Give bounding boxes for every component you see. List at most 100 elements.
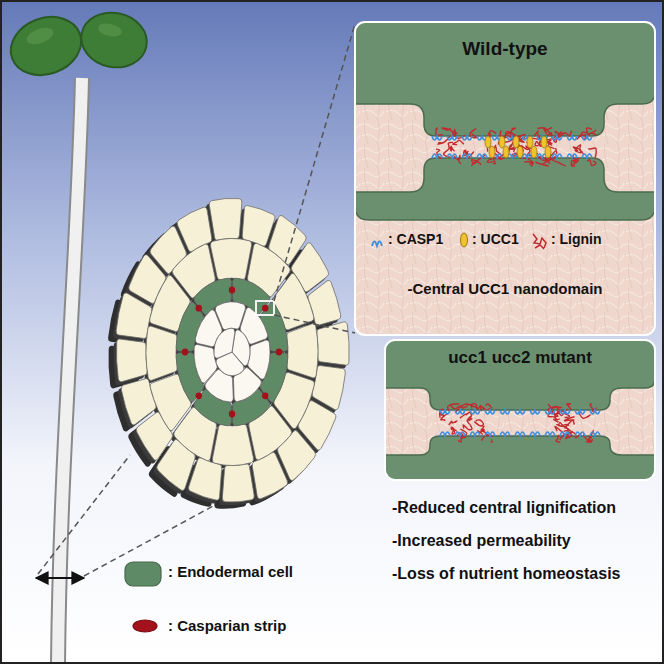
casp1-protein — [440, 432, 450, 436]
root-cross-section — [108, 198, 349, 508]
ucc1-protein — [513, 136, 519, 148]
legend-swatch-box — [132, 618, 158, 634]
casp1-protein — [515, 432, 525, 436]
panel-title: ucc1 ucc2 mutant — [385, 348, 655, 368]
root-cell — [189, 458, 222, 500]
zoom-square — [256, 301, 274, 315]
lignin-fiber — [472, 160, 482, 165]
panel-border — [355, 22, 655, 335]
panel-border — [385, 340, 655, 480]
zoom-line — [38, 455, 130, 574]
casparian-strips — [182, 287, 282, 418]
cells — [116, 198, 349, 502]
casp1-protein — [522, 154, 532, 158]
ucc1-protein — [545, 146, 551, 158]
lignin-fiber — [559, 422, 569, 431]
cell-wall-panel — [355, 22, 655, 335]
wild-type-zoom — [355, 22, 655, 220]
casp1-protein — [582, 136, 592, 140]
casp1-protein — [552, 136, 562, 140]
root-cell — [146, 326, 177, 380]
zoom-line — [274, 315, 355, 333]
zoom-panel: ucc1 ucc2 mutant — [385, 340, 655, 480]
lignin-fiber — [587, 160, 596, 166]
endodermal-cell — [385, 436, 655, 480]
casp1-protein — [515, 410, 525, 414]
mutant-zoom — [385, 340, 655, 480]
casp1-protein — [462, 154, 472, 158]
lignin-fiber — [490, 440, 492, 442]
zoom-line — [274, 24, 355, 301]
legend-swatch — [133, 620, 157, 632]
lignin-fiber — [566, 404, 571, 410]
cell-wall-panel — [385, 340, 655, 480]
casp1-protein — [470, 410, 480, 414]
lignin-fiber — [537, 128, 552, 135]
casp1-protein — [590, 432, 600, 436]
casp1-protein — [567, 154, 577, 158]
casparian-strip — [182, 349, 188, 356]
panel-title: Wild-type — [355, 38, 655, 60]
root-cell — [210, 238, 251, 279]
casp1-protein — [582, 154, 592, 158]
endodermal-cell — [355, 158, 655, 220]
casp1-protein — [560, 432, 570, 436]
casp1-protein — [470, 432, 480, 436]
casp1-icon — [372, 242, 382, 247]
casp1-protein — [567, 136, 577, 140]
ucc1-protein — [485, 136, 491, 148]
lignin-fiber — [474, 420, 483, 426]
lignin-fiber — [441, 414, 448, 421]
section-arrow — [36, 577, 84, 579]
result-note: -Increased permeability — [392, 532, 571, 550]
casparian-strip — [262, 305, 268, 312]
casp1-protein — [530, 410, 540, 414]
lignin-fiber — [436, 128, 437, 129]
casp1-domain — [440, 410, 600, 436]
lignin-fiber — [544, 128, 552, 134]
root-cell — [287, 324, 318, 378]
casparian-strip — [276, 349, 282, 356]
lignin-fiber — [450, 405, 467, 409]
lignin-fiber — [524, 162, 532, 166]
lignin-fiber — [587, 128, 596, 134]
ucc1-protein — [541, 136, 547, 148]
lignin-fiber — [564, 417, 574, 421]
casp1-protein — [500, 432, 510, 436]
casparian-strip — [229, 287, 235, 294]
legend-text: : Endodermal cell — [168, 563, 293, 580]
lignin-fiber — [451, 428, 457, 430]
legend-swatch-box — [124, 561, 162, 587]
lignin-icon — [533, 234, 546, 249]
panel-note: -Central UCC1 nanodomain — [355, 280, 655, 297]
casparian-strip — [229, 411, 235, 418]
legend-text: : Casparian strip — [168, 617, 286, 634]
legend-text: : CASP1 — [388, 231, 443, 247]
lignin — [440, 404, 492, 442]
casp1-protein — [447, 136, 457, 140]
casp1-protein — [590, 410, 600, 414]
legend-swatch — [125, 562, 161, 586]
result-note: -Loss of nutrient homeostasis — [392, 565, 620, 583]
casp1-protein — [440, 410, 450, 414]
casp1-protein — [477, 154, 487, 158]
casp1-protein — [575, 410, 585, 414]
root-cell — [212, 424, 253, 465]
section-shadow — [108, 205, 341, 509]
lignin-fiber — [551, 156, 566, 166]
hypocotyl — [58, 78, 82, 664]
casp1-protein — [560, 410, 570, 414]
ucc1-protein — [503, 146, 509, 158]
lignin-fiber — [450, 146, 455, 151]
casp1-protein — [432, 154, 442, 158]
casp1-protein — [455, 432, 465, 436]
legend-text: : Lignin — [551, 231, 602, 247]
hypocotyl-outline — [58, 78, 82, 664]
lignin-fiber — [467, 416, 472, 425]
root-cell — [222, 464, 254, 502]
ucc1-nanodomain — [485, 136, 551, 158]
